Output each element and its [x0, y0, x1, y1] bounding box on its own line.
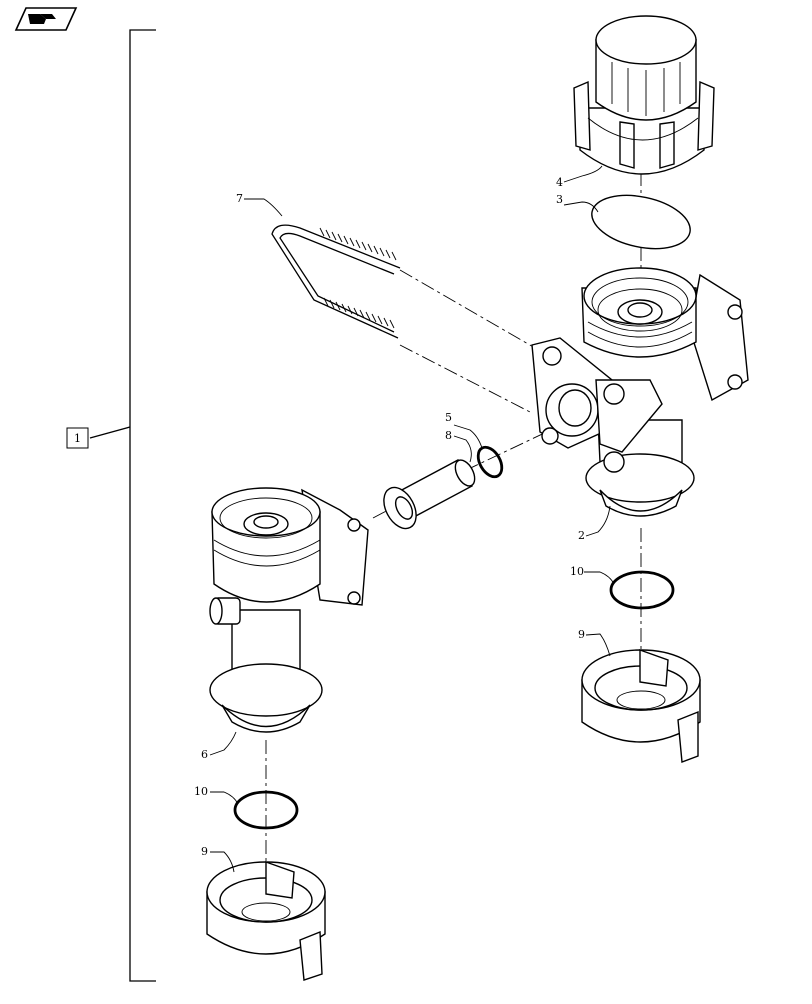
cap-part [573, 15, 715, 175]
tube-part [383, 459, 476, 530]
o-ring-small-part [476, 445, 504, 479]
callout-4: 4 [556, 176, 563, 189]
nut-right-part [581, 649, 701, 763]
callout-5: 5 [445, 411, 452, 424]
leader-lines [209, 165, 615, 873]
o-ring-left-part [233, 790, 299, 830]
callout-8: 8 [445, 429, 452, 442]
callout-10-right: 10 [570, 565, 584, 578]
callout-6: 6 [201, 748, 208, 761]
assembly-callout-box[interactable] [66, 427, 89, 449]
housing-left-part [209, 487, 369, 733]
callout-9-right: 9 [578, 628, 585, 641]
callout-10-left: 10 [194, 785, 208, 798]
callout-1: 1 [74, 432, 81, 445]
navigation-icon[interactable] [14, 7, 78, 31]
housing-right-part [531, 267, 749, 517]
callout-7: 7 [236, 192, 243, 205]
nut-left-part [206, 861, 326, 981]
seal-disk-part [591, 194, 691, 250]
o-ring-right-part [609, 570, 675, 610]
callout-2: 2 [578, 529, 585, 542]
u-bolt-part [271, 224, 401, 339]
assembly-bracket: 1 [66, 29, 156, 982]
callout-3: 3 [556, 193, 563, 206]
callout-9-left: 9 [201, 845, 208, 858]
